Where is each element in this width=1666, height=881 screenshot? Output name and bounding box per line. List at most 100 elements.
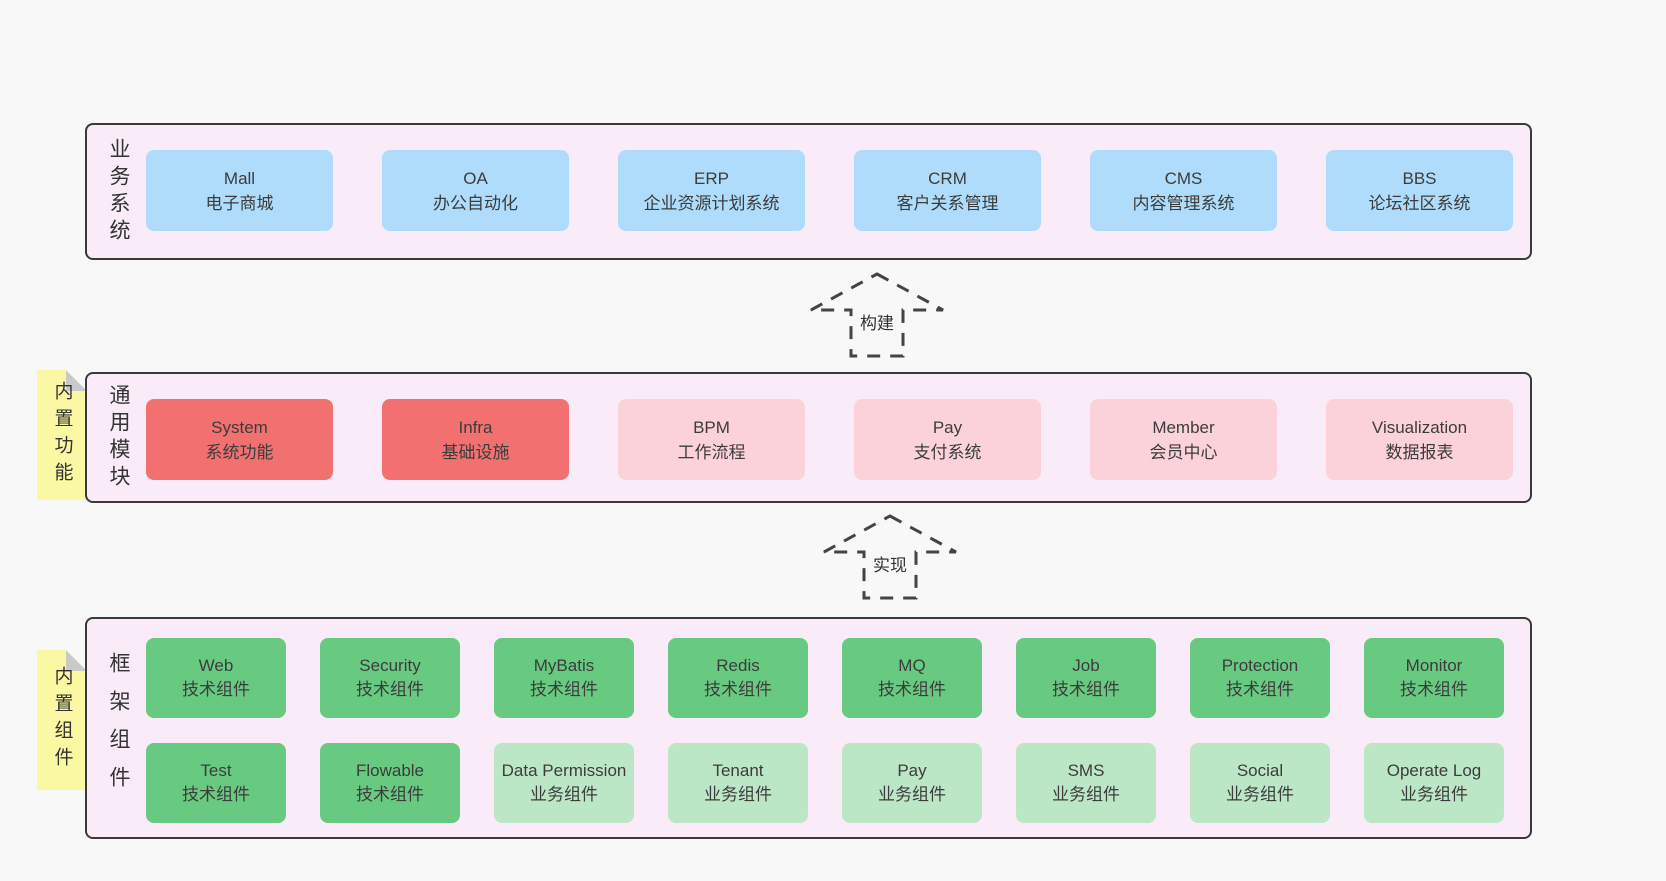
box-title: Operate Log — [1386, 761, 1482, 780]
implement-arrow-label: 实现 — [869, 549, 911, 577]
box-job: Job 技术组件 — [1016, 638, 1156, 718]
framework-components-label: 框架组件 — [107, 652, 130, 804]
box-pay-module: Pay 支付系统 — [854, 399, 1041, 480]
common-modules-label: 通用模块 — [107, 383, 130, 492]
box-subtitle: 会员中心 — [1149, 442, 1218, 462]
box-subtitle: 技术组件 — [1226, 680, 1294, 699]
box-title: SMS — [1067, 761, 1105, 780]
box-subtitle: 技术组件 — [182, 680, 250, 699]
build-arrow: 构建 — [807, 270, 947, 360]
box-title: Member — [1152, 417, 1215, 437]
box-title: CRM — [928, 168, 967, 188]
implement-arrow: 实现 — [820, 512, 960, 602]
box-subtitle: 内容管理系统 — [1132, 193, 1235, 213]
box-mall: Mall 电子商城 — [146, 150, 333, 231]
box-flowable: Flowable 技术组件 — [320, 743, 460, 823]
box-subtitle: 基础设施 — [441, 442, 510, 462]
box-title: Security — [359, 656, 421, 675]
box-mybatis: MyBatis 技术组件 — [494, 638, 634, 718]
box-subtitle: 业务组件 — [878, 785, 946, 804]
box-subtitle: 业务组件 — [1226, 785, 1294, 804]
box-title: Job — [1072, 656, 1100, 675]
box-subtitle: 电子商城 — [205, 193, 274, 213]
box-monitor: Monitor 技术组件 — [1364, 638, 1504, 718]
box-subtitle: 工作流程 — [677, 442, 746, 462]
box-title: Infra — [458, 417, 493, 437]
box-subtitle: 数据报表 — [1385, 442, 1454, 462]
business-systems-label: 业务系统 — [107, 137, 130, 246]
box-subtitle: 技术组件 — [1052, 680, 1120, 699]
box-title: System — [211, 417, 268, 437]
built-in-components-tab-label: 内置组件 — [51, 666, 73, 774]
box-title: Social — [1236, 761, 1284, 780]
box-test: Test 技术组件 — [146, 743, 286, 823]
common-modules-row: System 系统功能 Infra 基础设施 BPM 工作流程 Pay 支付系统… — [146, 399, 1513, 480]
business-systems-panel: 业务系统 Mall 电子商城 OA 办公自动化 ERP 企业资源计划系统 CRM… — [85, 123, 1532, 260]
framework-components-panel: 框架组件 Web 技术组件 Security 技术组件 MyBatis 技术组件… — [85, 617, 1532, 839]
framework-row-1: Web 技术组件 Security 技术组件 MyBatis 技术组件 Redi… — [146, 638, 1504, 718]
box-subtitle: 业务组件 — [1400, 785, 1468, 804]
up-arrow-icon — [823, 514, 957, 600]
common-modules-panel: 通用模块 System 系统功能 Infra 基础设施 BPM 工作流程 Pay… — [85, 372, 1532, 503]
box-title: BPM — [693, 417, 730, 437]
box-subtitle: 客户关系管理 — [896, 193, 999, 213]
box-title: OA — [463, 168, 488, 188]
business-systems-row: Mall 电子商城 OA 办公自动化 ERP 企业资源计划系统 CRM 客户关系… — [146, 150, 1513, 231]
up-arrow-icon — [810, 272, 944, 358]
box-bpm: BPM 工作流程 — [618, 399, 805, 480]
box-title: Tenant — [712, 761, 764, 780]
box-title: MyBatis — [533, 656, 595, 675]
box-web: Web 技术组件 — [146, 638, 286, 718]
box-subtitle: 技术组件 — [356, 680, 424, 699]
box-title: Flowable — [355, 761, 425, 780]
box-title: Visualization — [1371, 417, 1468, 437]
box-erp: ERP 企业资源计划系统 — [618, 150, 805, 231]
box-title: Web — [198, 656, 234, 675]
box-subtitle: 办公自动化 — [433, 193, 518, 213]
box-oa: OA 办公自动化 — [382, 150, 569, 231]
box-security: Security 技术组件 — [320, 638, 460, 718]
box-protection: Protection 技术组件 — [1190, 638, 1330, 718]
box-bbs: BBS 论坛社区系统 — [1326, 150, 1513, 231]
box-system: System 系统功能 — [146, 399, 333, 480]
box-subtitle: 技术组件 — [1400, 680, 1468, 699]
box-subtitle: 企业资源计划系统 — [643, 193, 780, 213]
box-title: MQ — [898, 656, 926, 675]
box-subtitle: 业务组件 — [530, 785, 598, 804]
box-visualization: Visualization 数据报表 — [1326, 399, 1513, 480]
built-in-features-tab-label: 内置功能 — [51, 381, 73, 489]
box-social: Social 业务组件 — [1190, 743, 1330, 823]
box-subtitle: 系统功能 — [205, 442, 274, 462]
box-mq: MQ 技术组件 — [842, 638, 982, 718]
box-subtitle: 业务组件 — [704, 785, 772, 804]
box-subtitle: 技术组件 — [704, 680, 772, 699]
box-title: Protection — [1221, 656, 1299, 675]
box-title: Test — [200, 761, 232, 780]
box-subtitle: 技术组件 — [878, 680, 946, 699]
box-crm: CRM 客户关系管理 — [854, 150, 1041, 231]
box-title: Pay — [932, 417, 963, 437]
box-sms: SMS 业务组件 — [1016, 743, 1156, 823]
box-redis: Redis 技术组件 — [668, 638, 808, 718]
box-title: ERP — [694, 168, 729, 188]
built-in-components-tab: 内置组件 — [37, 650, 87, 790]
box-subtitle: 技术组件 — [530, 680, 598, 699]
box-subtitle: 论坛社区系统 — [1368, 193, 1471, 213]
box-data-permission: Data Permission 业务组件 — [494, 743, 634, 823]
box-pay-component: Pay 业务组件 — [842, 743, 982, 823]
box-subtitle: 技术组件 — [356, 785, 424, 804]
box-tenant: Tenant 业务组件 — [668, 743, 808, 823]
framework-row-2: Test 技术组件 Flowable 技术组件 Data Permission … — [146, 743, 1504, 823]
box-operate-log: Operate Log 业务组件 — [1364, 743, 1504, 823]
box-subtitle: 业务组件 — [1052, 785, 1120, 804]
box-title: Monitor — [1405, 656, 1463, 675]
box-title: Data Permission — [501, 761, 627, 780]
box-title: Pay — [897, 761, 927, 780]
box-cms: CMS 内容管理系统 — [1090, 150, 1277, 231]
box-subtitle: 技术组件 — [182, 785, 250, 804]
build-arrow-label: 构建 — [856, 307, 898, 335]
box-member: Member 会员中心 — [1090, 399, 1277, 480]
box-title: CMS — [1164, 168, 1203, 188]
box-title: BBS — [1402, 168, 1437, 188]
box-infra: Infra 基础设施 — [382, 399, 569, 480]
